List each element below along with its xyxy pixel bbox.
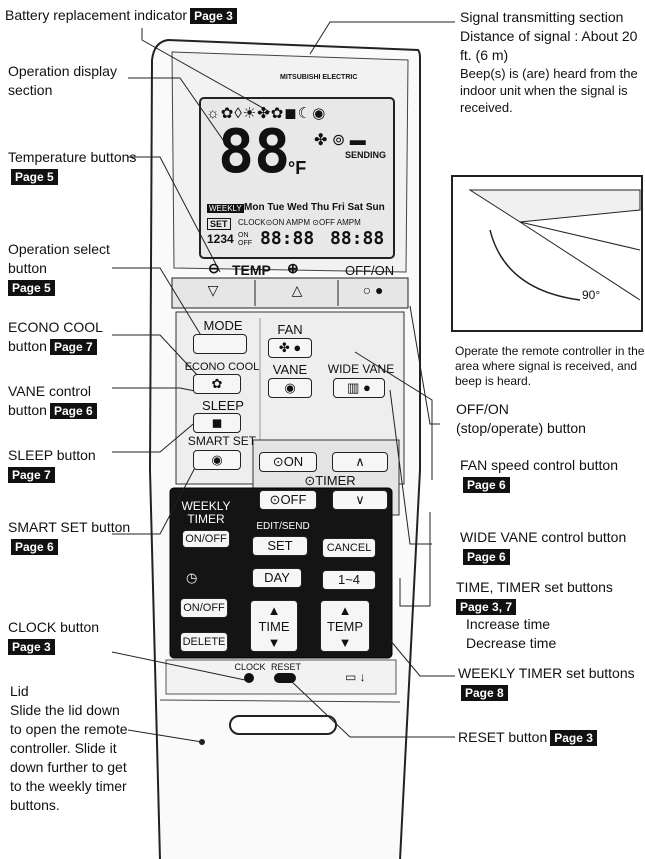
vane-button[interactable]: ◉ [268, 378, 312, 398]
timer-off-button[interactable]: ⊙OFF [259, 490, 317, 510]
econo-cool-label: ECONO COOL [184, 361, 260, 373]
lcd-clock-row: CLOCK⊙ON AMPM ⊙OFF AMPM [238, 218, 361, 227]
clock-label: CLOCK [234, 662, 266, 672]
lcd-set: SET [207, 218, 231, 230]
sleep-button[interactable]: ◼ [193, 413, 241, 433]
lid-title: Lid [10, 683, 29, 699]
temp-minus-icon: ⊖ [208, 260, 220, 276]
battery-icon: ▭ ↓ [345, 670, 366, 684]
set-button[interactable]: SET [252, 536, 308, 556]
signal-desc: Signal transmitting section Distance of … [460, 8, 645, 116]
wide-vane-button[interactable]: ▥ ● [333, 378, 385, 398]
cancel-button[interactable]: CANCEL [322, 538, 376, 558]
vane-label: VANE [272, 362, 308, 377]
weekly-timer-label: WEEKLY TIMER [181, 499, 231, 526]
lcd-screen [199, 97, 395, 259]
angle-label: 90° [582, 288, 601, 302]
decrease-time: Decrease time [466, 635, 557, 651]
lid-desc: Lid Slide the lid down to open the remot… [10, 682, 130, 815]
lcd-days: Mon Tue Wed Thu Fri Sat Sun [244, 202, 385, 213]
weekly-timer-set-desc: WEEKLY TIMER set buttonsPage 8 [458, 665, 635, 701]
lcd-icons: ☼✿◊☀✤✿◼☾◉ [206, 105, 327, 122]
lcd-sending: SENDING [345, 150, 387, 160]
operation-display-label: Operation display section [8, 63, 117, 98]
lcd-num: 1234 [207, 232, 234, 246]
wide-vane-desc: WIDE VANE control buttonPage 6 [460, 529, 627, 565]
signal-beep: Beep(s) is (are) heard from the indoor u… [460, 66, 638, 115]
econo-cool-button[interactable]: ✿ [193, 374, 241, 394]
smart-set-label: SMART SET [187, 434, 257, 448]
brand-logo: MITSUBISHI ELECTRIC [280, 74, 358, 81]
lcd-temp: 88 [218, 117, 291, 187]
signal-title: Signal transmitting section [460, 9, 624, 25]
reset-button[interactable] [274, 673, 296, 683]
indoor-unit-illustration [451, 175, 643, 332]
timer-down-button[interactable]: ∨ [332, 490, 388, 510]
timer-up-button[interactable]: ∧ [332, 452, 388, 472]
smart-set-desc: SMART SET buttonPage 6 [8, 519, 131, 555]
time-button[interactable]: ▲TIME▼ [250, 600, 298, 652]
operate-note: Operate the remote controller in the are… [455, 344, 645, 388]
temp-up-button[interactable]: △ [291, 282, 303, 298]
lcd-weekly: WEEKLY [207, 204, 244, 213]
wide-vane-label: WIDE VANE [327, 362, 395, 376]
increase-time: Increase time [466, 616, 551, 632]
smart-set-button[interactable]: ◉ [193, 450, 241, 470]
temp-down-button[interactable]: ▽ [207, 282, 219, 298]
delete-button[interactable]: DELETE [180, 632, 228, 652]
fan-label: FAN [277, 322, 303, 337]
lcd-onoff-small: ON OFF [238, 232, 252, 247]
temp-set-button-label: TEMP [326, 619, 364, 634]
fan-speed-desc: FAN speed control buttonPage 6 [460, 457, 618, 493]
lid-text: Slide the lid down to open the remote co… [10, 702, 128, 813]
signal-distance: Distance of signal : About 20 ft. (6 m) [460, 28, 638, 63]
range-button[interactable]: 1~4 [322, 570, 376, 590]
temp-label: TEMP [232, 262, 271, 278]
day-button[interactable]: DAY [252, 568, 302, 588]
temp-plus-icon: ⊕ [287, 260, 299, 276]
timer-label: ⊙TIMER [304, 473, 356, 488]
lid-slot [229, 715, 337, 735]
off-on-button[interactable]: ○ ● [362, 282, 384, 298]
temp-row [171, 277, 409, 309]
temperature-buttons-label: Temperature buttonsPage 5 [8, 149, 137, 185]
leader-lines [111, 21, 455, 743]
clock-button[interactable] [244, 673, 254, 683]
lcd-unit: °F [288, 158, 307, 178]
off-on-desc: OFF/ON (stop/operate) button [456, 400, 636, 438]
sleep-label: SLEEP [202, 398, 244, 413]
lcd-fan-icon: ✤ ⊚ ▬ [314, 132, 366, 149]
mode-button[interactable] [193, 334, 247, 354]
fan-button[interactable]: ✤ ● [268, 338, 312, 358]
temp-set-button[interactable]: ▲TEMP▼ [320, 600, 370, 652]
weekly-on-off-button[interactable]: ON/OFF [182, 530, 230, 548]
off-on-label: OFF/ON [345, 263, 395, 278]
mode-label: MODE [203, 318, 243, 333]
edit-send-label: EDIT/SEND [256, 521, 310, 532]
off-on-desc-text: (stop/operate) button [456, 420, 586, 436]
time-button-label: TIME [258, 619, 290, 634]
lcd-time2: 88:88 [330, 228, 385, 249]
lcd-time1: 88:88 [260, 228, 315, 249]
off-on-desc-title: OFF/ON [456, 401, 509, 417]
timer-on-button[interactable]: ⊙ON [259, 452, 317, 472]
clock-small-icon: ◷ [186, 570, 198, 585]
on-off-button-2[interactable]: ON/OFF [180, 598, 228, 618]
reset-label: RESET [270, 662, 301, 672]
